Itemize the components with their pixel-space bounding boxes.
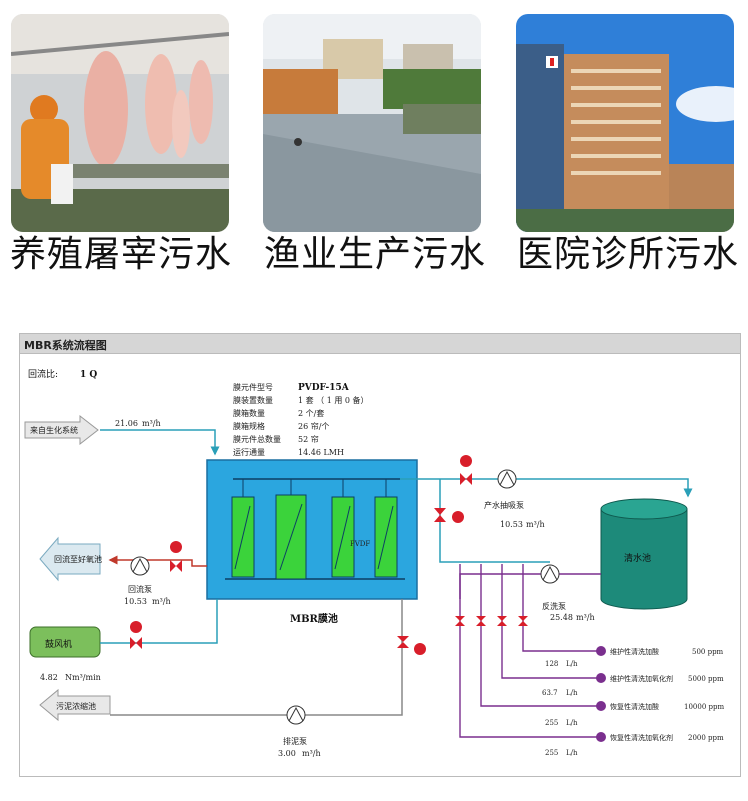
product-valve-icon [460, 473, 472, 485]
spec-label: 膜元件型号 [233, 382, 273, 392]
reflux-pump-label: 回流泵 [128, 584, 152, 594]
chemical-dosing-points [596, 646, 606, 742]
blower-icon [29, 626, 101, 658]
flow-unit: m³/h [302, 749, 321, 758]
spec-label: 膜箱数量 [233, 408, 265, 418]
spec-value: 52 帘 [298, 434, 319, 444]
flow-unit-l: L/h [566, 689, 578, 697]
backflush-valve-icon [434, 508, 446, 522]
clear-tank-label: 清水池 [624, 552, 651, 564]
reflux-pump-icon [130, 556, 150, 576]
sludge-pump-label: 排泥泵 [283, 736, 307, 746]
spec-value: 1 套 （ 1 用 0 备） [298, 395, 369, 405]
mbr-flow-diagram: MBR系统流程图 回流比: 1 Q 膜元件型号 PVDF-15A 膜装置数量 1… [19, 333, 741, 777]
spec-block: 膜元件型号 PVDF-15A 膜装置数量 1 套 （ 1 用 0 备） 膜箱数量… [233, 382, 369, 457]
reflux-pipe [108, 555, 207, 567]
membrane-modules [231, 479, 398, 580]
slaughterhouse-photo [11, 14, 229, 232]
chemical-flow: 255 [545, 749, 558, 757]
sludge-valve-icon [397, 636, 409, 648]
reflux-ratio-label: 回流比: [28, 368, 58, 380]
flow-unit: m³/h [152, 597, 171, 606]
chemical-dose: 500 ppm [692, 648, 724, 656]
chemical-lines [459, 564, 600, 738]
inflow-pipe [100, 429, 220, 456]
chemical-dose: 5000 ppm [688, 675, 724, 683]
spec-value: 14.46 LMH [298, 448, 344, 457]
inflow-arrow [24, 414, 99, 446]
inflow-rate: 21.06 [115, 419, 138, 428]
chemical-flow: 63.7 [542, 689, 558, 697]
flow-unit-l: L/h [566, 749, 578, 757]
product-rate: 10.53 [500, 520, 523, 529]
reflux-target-label: 回流至好氧池 [54, 554, 102, 564]
reflux-rate: 10.53 [124, 597, 147, 606]
product-pipe [400, 478, 693, 498]
diagram-header: MBR系统流程图 [20, 334, 740, 354]
backwash-pump-icon [540, 564, 560, 584]
spec-value: PVDF-15A [298, 383, 350, 393]
caption-slaughter: 养殖屠宰污水 [10, 234, 233, 275]
air-valve-icon [130, 637, 142, 649]
sludge-rate: 3.00 [278, 749, 296, 758]
sludge-pump-icon [286, 705, 306, 725]
chemical-dose: 2000 ppm [688, 734, 724, 742]
backwash-pump-label: 反洗泵 [542, 601, 566, 611]
chemical-name: 维护性清洗加酸 [610, 647, 659, 656]
flow-unit-l: L/h [566, 719, 578, 727]
blower-rate: 4.82 [40, 673, 58, 682]
pvdf-label: PVDF [350, 540, 370, 548]
fishery-pond-photo [263, 14, 481, 232]
chemical-name: 恢复性清洗加酸 [610, 702, 659, 711]
chemical-valves [455, 616, 528, 626]
product-pump-label: 产水抽吸泵 [484, 500, 524, 510]
spec-label: 膜箱规格 [233, 421, 265, 431]
spec-value: 2 个/套 [298, 408, 324, 418]
reflux-valve-icon [170, 560, 182, 572]
sludge-pipe [110, 599, 403, 716]
caption-hospital: 医院诊所污水 [517, 234, 740, 275]
reflux-target-arrow [39, 536, 101, 582]
flow-unit: m³/h [526, 520, 545, 529]
spec-label: 膜装置数量 [233, 395, 273, 405]
flow-unit: m³/h [576, 613, 595, 622]
chemical-flow: 128 [545, 660, 558, 668]
chemical-flow: 255 [545, 719, 558, 727]
flow-unit: m³/h [142, 419, 161, 428]
hospital-building-photo [516, 14, 734, 232]
inflow-label: 来自生化系统 [30, 425, 78, 435]
clear-water-tank [600, 509, 688, 610]
product-pump-icon [497, 469, 517, 489]
spec-value: 26 帘/个 [298, 421, 329, 431]
chemical-name: 恢复性清洗加氧化剂 [610, 733, 673, 742]
spec-label: 运行通量 [233, 447, 265, 457]
sludge-label: 污泥浓缩池 [56, 701, 96, 711]
backwash-rate: 25.48 [550, 613, 573, 622]
blower-label: 鼓风机 [45, 638, 72, 650]
flow-unit-l: L/h [566, 660, 578, 668]
blower-unit: Nm³/min [65, 673, 101, 682]
product-branch [439, 479, 550, 563]
tank-label: MBR膜池 [290, 612, 338, 625]
sludge-arrow [39, 688, 111, 722]
diagram-title: MBR系统流程图 [24, 339, 107, 352]
caption-fishery: 渔业生产污水 [264, 234, 487, 275]
spec-label: 膜元件总数量 [233, 434, 281, 444]
reflux-ratio-value: 1 Q [80, 370, 97, 380]
chemical-dose: 10000 ppm [684, 703, 724, 711]
chemical-name: 维护性清洗加氧化剂 [610, 674, 673, 683]
